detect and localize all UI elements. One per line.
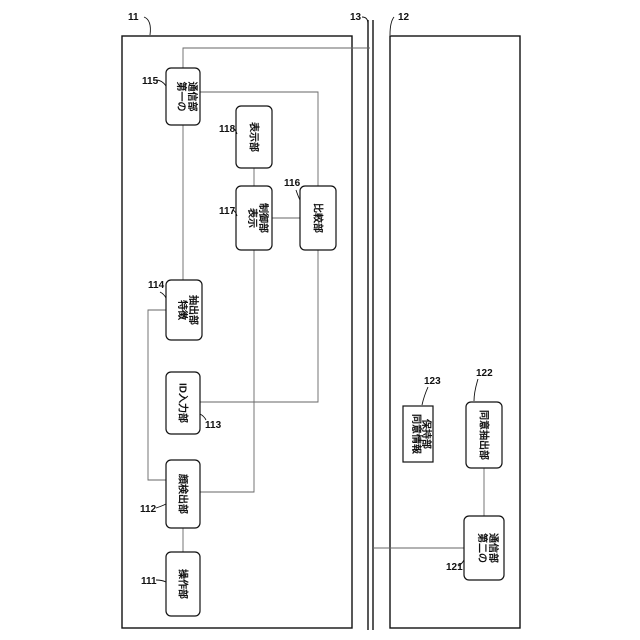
line-116-113 xyxy=(200,250,318,402)
ref-113: 113 xyxy=(205,420,222,431)
line-114-112 xyxy=(148,310,166,480)
line-115-network xyxy=(183,48,370,68)
ref-122: 122 xyxy=(476,368,493,379)
ref-111: 111 xyxy=(141,576,157,587)
leader-12 xyxy=(390,17,394,35)
ref-121: 121 xyxy=(446,562,463,573)
leader-114 xyxy=(160,292,166,298)
ref-114: 114 xyxy=(148,280,165,291)
block-118-label: 表示部 xyxy=(248,121,261,152)
ref-11: 11 xyxy=(128,12,139,23)
ref-112: 112 xyxy=(140,504,157,515)
ref-115: 115 xyxy=(142,76,159,87)
ref-118: 118 xyxy=(219,124,236,135)
leader-13 xyxy=(362,17,368,24)
block-111-label: 操作部 xyxy=(177,569,190,599)
block-113-label: ID入力部 xyxy=(177,383,190,423)
ref-12: 12 xyxy=(398,12,410,23)
line-117-112 xyxy=(200,250,254,492)
leader-111 xyxy=(156,580,166,582)
ref-123: 123 xyxy=(424,376,441,387)
block-121-label-2: 通信部 xyxy=(487,533,500,563)
block-122-label: 同意抽出部 xyxy=(478,410,491,460)
leader-122 xyxy=(474,379,478,401)
block-116-label: 比較部 xyxy=(312,203,325,233)
block-115-label-2: 通信部 xyxy=(186,82,199,112)
ref-13: 13 xyxy=(350,12,362,23)
block-112-label: 顔検出部 xyxy=(177,473,190,514)
leader-113 xyxy=(200,414,206,420)
ref-116: 116 xyxy=(284,178,301,189)
block-114-label-2: 抽出部 xyxy=(187,295,200,325)
block-123-label-2: 保持部 xyxy=(420,418,433,449)
ref-117: 117 xyxy=(219,206,236,217)
leader-123 xyxy=(422,387,428,405)
leader-11 xyxy=(144,17,150,35)
block-117-label-2: 制御部 xyxy=(257,203,270,233)
leader-112 xyxy=(156,504,166,508)
